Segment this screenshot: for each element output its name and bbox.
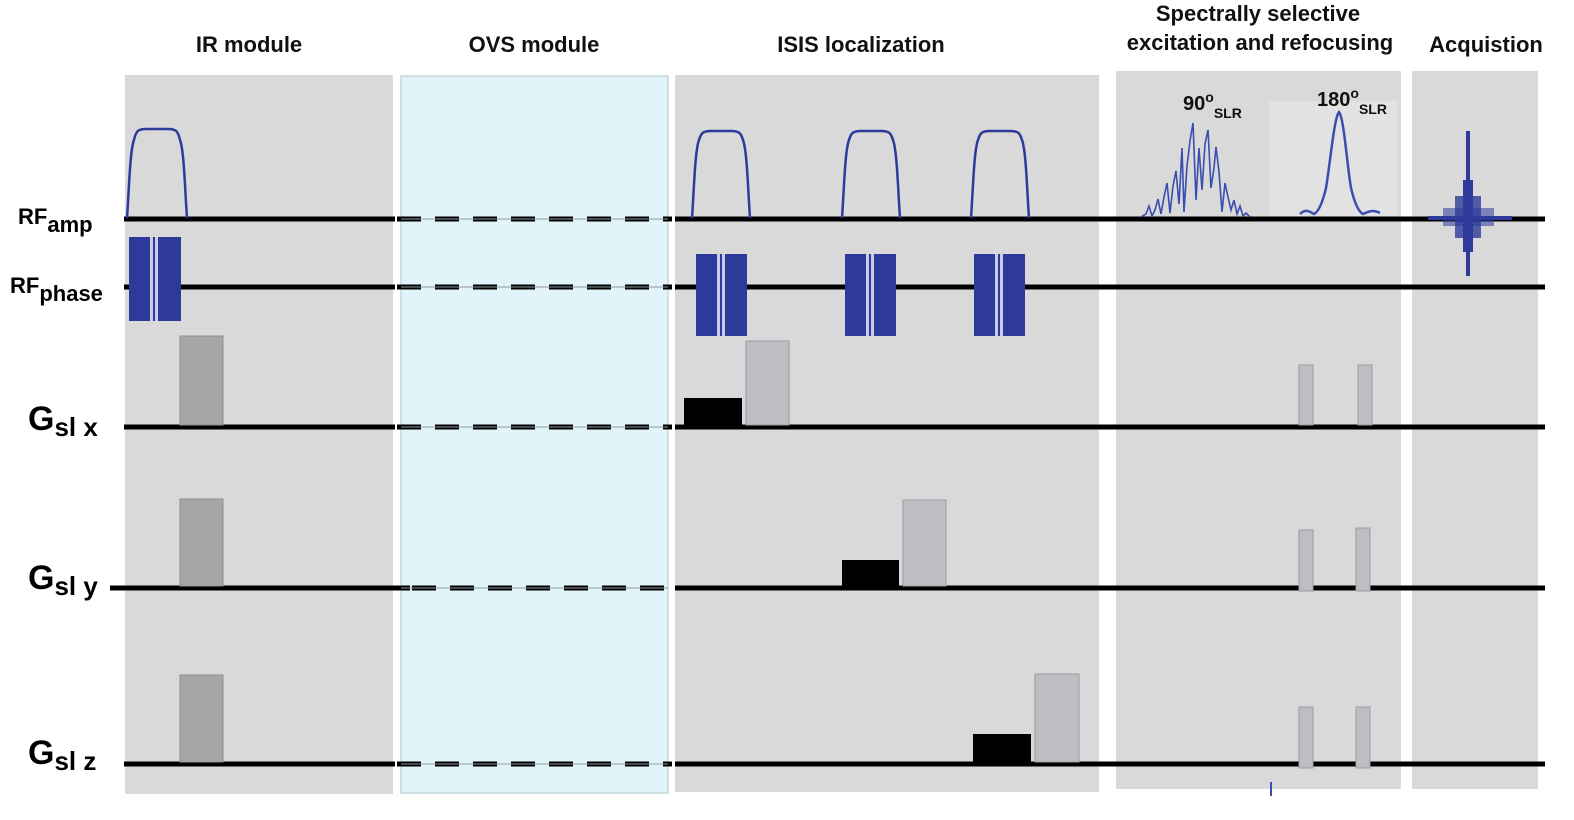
spectral-module-title-line2: excitation and refocusing	[1127, 30, 1394, 55]
isis-gz-gray-gradient	[1034, 673, 1080, 763]
ir-phase-block	[129, 237, 181, 321]
crusher-gz-2	[1355, 706, 1371, 769]
ir-phase-gap-2	[155, 237, 158, 321]
ir-gy-gradient	[179, 498, 224, 587]
isis-phase-3-gap-2	[1000, 254, 1003, 336]
gz-label-sub: sl z	[54, 746, 96, 776]
gx-label: Gsl x	[28, 400, 98, 442]
isis-phase-1-gap-1	[717, 254, 720, 336]
rf-amp-label-main: RF	[18, 204, 47, 229]
rf-phase-blocks	[129, 237, 1025, 336]
gy-label: Gsl y	[28, 559, 98, 601]
ir-gx-gradient	[179, 335, 224, 426]
pulse-180-sup: o	[1350, 85, 1359, 101]
ir-phase-gap-1	[150, 237, 153, 321]
crusher-gx-2	[1357, 364, 1373, 426]
isis-phase-3-gap-1	[995, 254, 998, 336]
isis-gradients	[684, 340, 1080, 763]
isis-phase-2-gap-2	[871, 254, 874, 336]
pulse-90-label: 90oSLR	[1183, 89, 1242, 121]
pulse-90-sub: SLR	[1214, 105, 1242, 121]
isis-gx-black-gradient	[684, 398, 742, 426]
isis-rf-pulse-1	[690, 129, 752, 219]
ir-module-panel	[125, 75, 393, 794]
slr-180-pulse	[1299, 110, 1381, 216]
gy-label-sub: sl y	[54, 571, 98, 601]
acq-peak	[1466, 131, 1470, 276]
rf-amp-label: RFamp	[18, 204, 93, 237]
slr-90-pulse	[1140, 122, 1251, 219]
acquisition-module-panel	[1412, 71, 1538, 789]
pulse-90-sup: o	[1205, 89, 1214, 105]
isis-phase-1-gap-2	[722, 254, 725, 336]
gx-label-sub: sl x	[54, 412, 98, 442]
ir-module-title: IR module	[196, 32, 302, 57]
isis-gy-black-gradient	[842, 560, 899, 587]
pulse-180-label: 180oSLR	[1317, 85, 1387, 117]
isis-phase-2-fill	[845, 254, 896, 336]
ovs-module-panel	[400, 75, 669, 794]
rf-amp-label-sub: amp	[47, 212, 92, 237]
isis-phase-block-1	[696, 254, 747, 336]
rf-phase-label-main: RF	[10, 273, 39, 298]
crusher-gy-1	[1298, 529, 1314, 592]
acquisition-module-title: Acquistion	[1429, 32, 1543, 57]
adiabatic-pulses	[125, 127, 1031, 219]
isis-phase-3-fill	[974, 254, 1025, 336]
crusher-gradients	[1298, 364, 1373, 769]
gy-label-main: G	[28, 559, 54, 597]
isis-phase-2-gap-1	[866, 254, 869, 336]
rf-phase-label-sub: phase	[39, 281, 103, 306]
crusher-gy-2	[1355, 527, 1371, 592]
ovs-thin-guides	[401, 218, 668, 765]
refocus-highlight	[1270, 101, 1398, 216]
ir-gz-gradient	[179, 674, 224, 763]
crusher-gx-1	[1298, 364, 1314, 426]
isis-rf-pulse-3	[969, 129, 1031, 219]
isis-gx-gray-gradient	[745, 340, 790, 426]
gz-label: Gsl z	[28, 734, 96, 776]
spectral-module-title-line1: Spectrally selective	[1156, 1, 1360, 26]
pulse-180-value: 180	[1317, 89, 1350, 111]
rf-phase-label: RFphase	[10, 273, 103, 306]
acquisition-signal	[1428, 131, 1512, 276]
gz-label-main: G	[28, 734, 54, 772]
isis-module-title: ISIS localization	[777, 32, 944, 57]
isis-phase-block-3	[974, 254, 1025, 336]
isis-gy-gray-gradient	[902, 499, 947, 587]
crusher-gz-1	[1298, 706, 1314, 769]
ir-gradients	[179, 335, 224, 763]
isis-phase-block-2	[845, 254, 896, 336]
isis-rf-pulse-2	[840, 129, 902, 219]
ovs-module-title: OVS module	[469, 32, 600, 57]
isis-phase-1-fill	[696, 254, 747, 336]
isis-gz-black-gradient	[973, 734, 1031, 763]
ir-rf-pulse	[125, 127, 189, 219]
pulse-90-value: 90	[1183, 93, 1205, 115]
gx-label-main: G	[28, 400, 54, 438]
pulse-180-sub: SLR	[1359, 101, 1387, 117]
